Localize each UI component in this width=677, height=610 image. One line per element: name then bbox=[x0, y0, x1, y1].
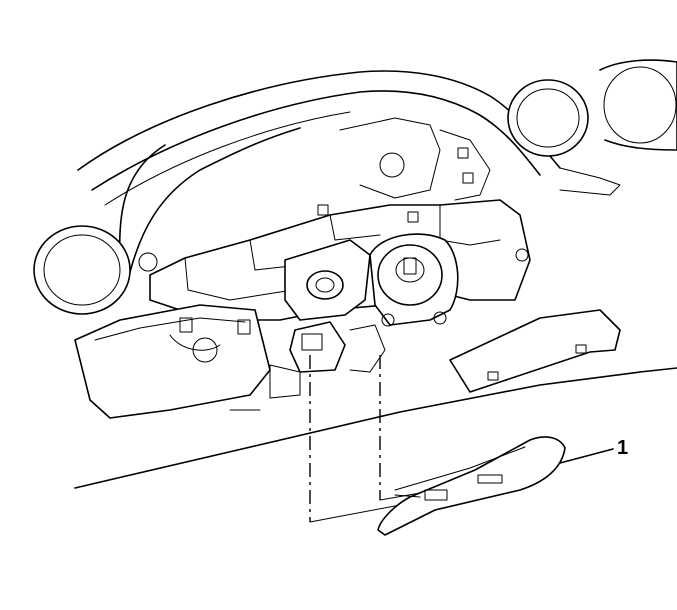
lower-left-trim-panel bbox=[74, 304, 271, 419]
callout-1-label: 1 bbox=[617, 437, 629, 459]
right-lower-panel bbox=[449, 167, 621, 393]
callout-1-leader bbox=[559, 448, 614, 464]
actuator-motor bbox=[369, 233, 459, 327]
right-round-vents bbox=[507, 59, 677, 157]
left-round-vent bbox=[33, 225, 131, 315]
knee-bolster-trim-part bbox=[377, 436, 566, 536]
dashed-leader-lines bbox=[309, 355, 421, 523]
floor-line bbox=[74, 367, 677, 489]
steering-column-assembly bbox=[269, 239, 386, 399]
